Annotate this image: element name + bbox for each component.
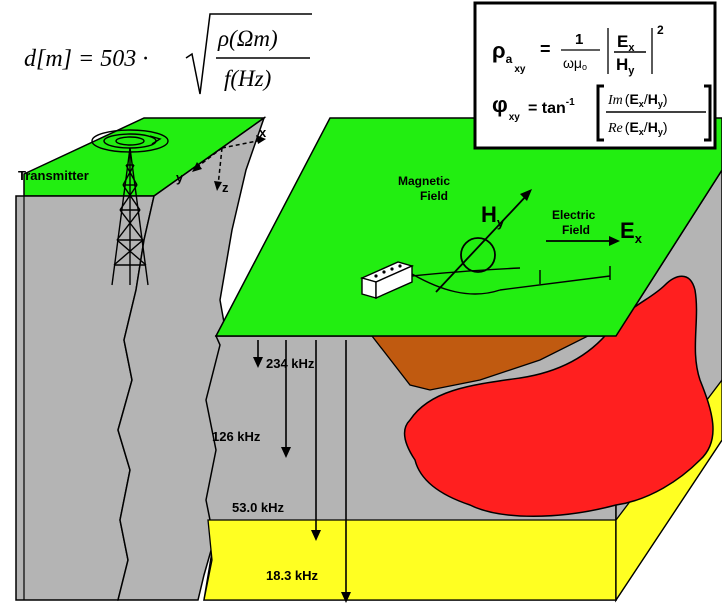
rho-a-xy: ρaxy [492,38,526,75]
magnetic-field-label-2: Field [420,189,448,203]
axis-x-label: x [259,125,267,140]
right-block-surface [214,117,722,337]
tan-text: = tan-1 [528,97,575,117]
skin-depth-lhs: d[m] = 503 · [24,46,148,72]
left-block-side-face [117,116,266,601]
phi-xy: φxy [492,92,520,123]
right-earth-block [203,117,722,603]
axis-y-label: y [176,170,184,185]
skin-depth-formula: d[m] = 503 · ρ(Ωm) f(Hz) [24,13,312,95]
ratio-hy-bottom: Hy [616,55,635,77]
magnetic-sensor-coil-icon [435,189,532,293]
rho-power: 2 [657,23,664,37]
rho-one: 1 [575,31,583,48]
freq-label-234: 234 kHz [266,356,315,371]
receiver-instrument-icon [359,261,611,300]
coordinate-axes [192,135,266,191]
electric-field-label-2: Field [562,223,590,237]
frequency-depth-arrows [253,340,351,603]
transmitter-label: Transmitter [18,168,89,183]
transmitter-tower-icon [91,129,169,286]
re-part: Re(Ex/Hy) [607,119,668,137]
electric-field-arrow [546,236,620,246]
bracket-left [596,84,604,142]
rho-omega-mu: ωμo [563,55,587,72]
im-part: Im(Ex/Hy) [607,91,668,109]
conductive-layer-front [203,519,617,601]
radical-sign [185,13,312,95]
formula-box-frame [473,1,717,150]
freq-label-53: 53.0 kHz [232,500,285,515]
ratio-ex-top: Ex [617,32,635,54]
hy-label: Hy [481,202,505,230]
skin-depth-denominator: f(Hz) [224,66,271,91]
rho-equals: = [540,39,551,59]
magnetic-field-label-1: Magnetic [398,174,450,188]
electric-field-label-1: Electric [552,208,596,222]
freq-label-18: 18.3 kHz [266,568,319,583]
formula-box: ρaxy = 1 ωμo Ex Hy 2 φxy = tan-1 Im(Ex/H… [473,1,717,150]
bracket-right [704,84,712,142]
skin-depth-numerator: ρ(Ωm) [217,26,278,51]
freq-label-126: 126 kHz [212,429,261,444]
anomaly-body [403,275,714,517]
ex-label: Ex [620,218,643,246]
left-earth-block [15,116,267,601]
axis-z-label: z [222,180,229,195]
